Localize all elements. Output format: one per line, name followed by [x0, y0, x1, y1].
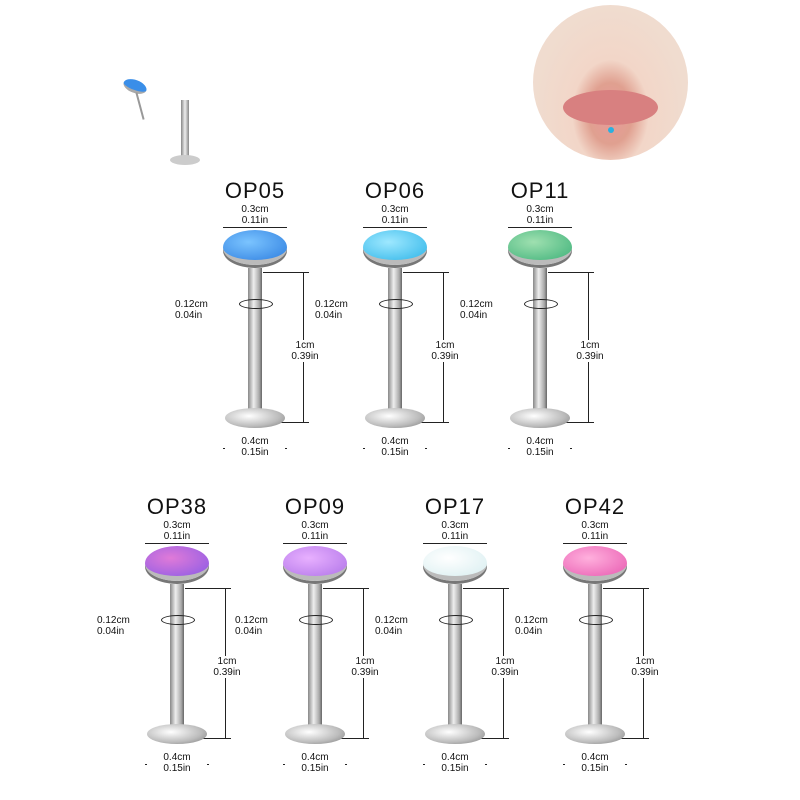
model-lip-photo — [533, 5, 688, 160]
shaft — [588, 584, 602, 732]
opal-gem — [423, 546, 487, 581]
dim-tick — [603, 738, 649, 739]
variant-code: OP06 — [364, 178, 426, 203]
variant-code: OP42 — [564, 494, 626, 519]
variant-code: OP05 — [224, 178, 286, 203]
shaft — [308, 584, 322, 732]
opal-gem — [508, 230, 572, 265]
dim-tick — [185, 588, 231, 589]
shaft — [170, 584, 184, 732]
gauge-ring — [439, 615, 473, 625]
lips — [563, 90, 658, 125]
opal-gem — [223, 230, 287, 265]
dim-tick — [263, 272, 309, 273]
piercing-stud — [608, 127, 614, 133]
gauge-ring — [379, 299, 413, 309]
shaft — [533, 268, 547, 416]
dim-tick — [463, 588, 509, 589]
variant-code: OP17 — [424, 494, 486, 519]
dim-line — [508, 227, 572, 228]
flat-back-disc — [285, 724, 345, 744]
dim-tick — [548, 272, 594, 273]
disassembled-piercing-image — [115, 60, 205, 170]
opal-gem — [363, 230, 427, 265]
gauge-ring — [239, 299, 273, 309]
opal-gem — [145, 546, 209, 581]
shaft — [388, 268, 402, 416]
dim-line — [363, 227, 427, 228]
shaft — [448, 584, 462, 732]
dim-tick — [548, 422, 594, 423]
gauge-ring — [161, 615, 195, 625]
flat-back-disc — [147, 724, 207, 744]
flat-back-disc — [565, 724, 625, 744]
dim-tick — [263, 422, 309, 423]
opal-gem — [563, 546, 627, 581]
dim-line — [145, 543, 209, 544]
flat-back-disc — [365, 408, 425, 428]
shaft — [248, 268, 262, 416]
gauge-ring — [524, 299, 558, 309]
variant-code: OP38 — [146, 494, 208, 519]
dim-line — [423, 543, 487, 544]
dim-line — [563, 543, 627, 544]
dim-line — [283, 543, 347, 544]
flat-back-disc — [225, 408, 285, 428]
post-part — [181, 100, 189, 160]
dim-tick — [603, 588, 649, 589]
flat-back-disc — [425, 724, 485, 744]
dim-tick — [323, 738, 369, 739]
top-pin — [135, 92, 145, 120]
dim-tick — [403, 272, 449, 273]
dim-tick — [463, 738, 509, 739]
variant-code: OP09 — [284, 494, 346, 519]
gauge-ring — [299, 615, 333, 625]
gauge-ring — [579, 615, 613, 625]
dim-line — [223, 227, 287, 228]
flat-back-disc — [510, 408, 570, 428]
opal-gem — [283, 546, 347, 581]
dim-tick — [185, 738, 231, 739]
dim-tick — [403, 422, 449, 423]
dim-tick — [323, 588, 369, 589]
variant-code: OP11 — [510, 178, 570, 203]
back-disc-part — [170, 155, 200, 165]
